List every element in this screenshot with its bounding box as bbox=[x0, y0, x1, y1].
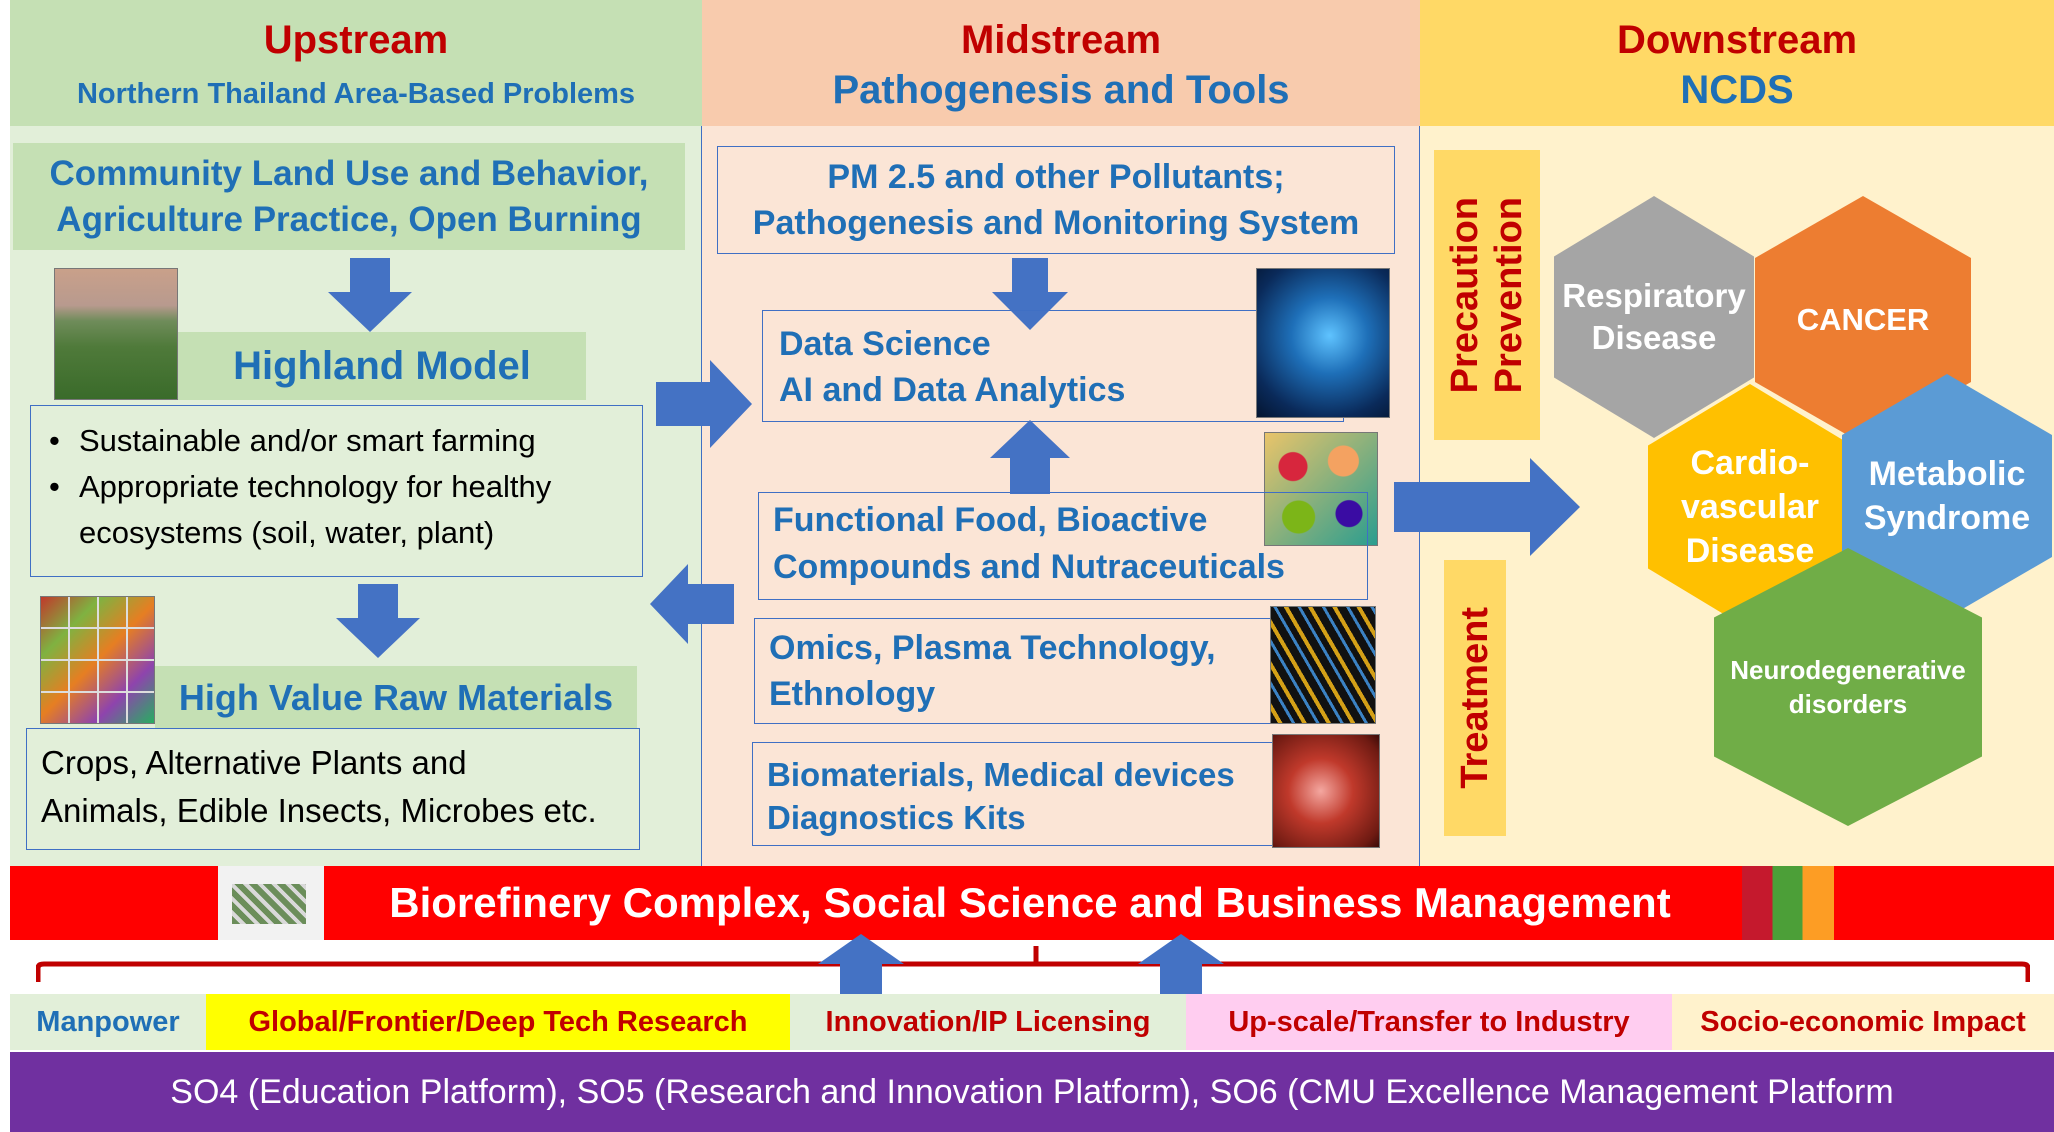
impact-ip-licensing: Innovation/IP Licensing bbox=[790, 994, 1186, 1050]
midstream-header-bg bbox=[702, 0, 1420, 126]
impact-socio-economic: Socio-economic Impact bbox=[1672, 994, 2054, 1050]
right-arrow-icon bbox=[656, 360, 752, 448]
cardio-line-1: Cardio- bbox=[1690, 444, 1810, 482]
prevention-label: Prevention bbox=[1488, 196, 1530, 394]
functional-food-photo bbox=[1264, 432, 1378, 546]
cardio-line-2: vascular bbox=[1681, 488, 1819, 526]
functional-food-box: Functional Food, Bioactive Compounds and… bbox=[758, 492, 1368, 600]
ai-brain-photo bbox=[1256, 268, 1390, 418]
down-arrow-icon bbox=[336, 584, 420, 658]
left-arrow-icon bbox=[650, 564, 734, 644]
bullet-smart-farming: Sustainable and/or smart farming bbox=[49, 418, 628, 464]
right-arrow-icon bbox=[1394, 458, 1580, 556]
treatment-box: Treatment bbox=[1444, 560, 1506, 836]
blood-vessel-photo bbox=[1272, 734, 1380, 848]
functional-food-line-2: Compounds and Nutraceuticals bbox=[773, 548, 1285, 586]
highland-model-label: Highland Model bbox=[178, 332, 586, 400]
cardio-line-3: Disease bbox=[1685, 532, 1815, 570]
omics-line-2: Ethnology bbox=[769, 675, 936, 713]
raw-materials-line-1: Crops, Alternative Plants and bbox=[41, 744, 467, 781]
neuro-line-1: Neurodegenerative bbox=[1730, 655, 1966, 685]
cancer-label: CANCER bbox=[1796, 302, 1930, 337]
campus-map-photo bbox=[218, 866, 324, 940]
produce-grid-photo bbox=[40, 596, 155, 724]
respiratory-line-2: Disease bbox=[1591, 319, 1717, 356]
highland-bullets-box: Sustainable and/or smart farming Appropr… bbox=[30, 405, 643, 577]
community-line-1: Community Land Use and Behavior, bbox=[49, 153, 649, 193]
impact-manpower: Manpower bbox=[10, 994, 206, 1050]
down-arrow-icon bbox=[992, 258, 1068, 330]
biomaterials-line-1: Biomaterials, Medical devices bbox=[767, 756, 1235, 793]
dna-helix-photo bbox=[1270, 606, 1376, 724]
omics-line-1: Omics, Plasma Technology, bbox=[769, 629, 1216, 667]
bullet-appropriate-technology: Appropriate technology for healthy ecosy… bbox=[49, 464, 628, 556]
highland-landscape-photo bbox=[54, 268, 178, 400]
raw-materials-line-2: Animals, Edible Insects, Microbes etc. bbox=[41, 792, 597, 829]
downstream-header-bg bbox=[1420, 0, 2054, 126]
neuro-line-2: disorders bbox=[1788, 689, 1908, 719]
data-science-line-2: AI and Data Analytics bbox=[779, 371, 1126, 409]
data-science-box: Data Science AI and Data Analytics bbox=[762, 310, 1344, 422]
banner-bar bbox=[10, 866, 2054, 940]
upstream-subtitle: Northern Thailand Area-Based Problems bbox=[76, 78, 636, 110]
metabolic-line-2: Syndrome bbox=[1863, 499, 2031, 537]
sdg-icons-photo bbox=[1742, 866, 1834, 940]
respiratory-line-1: Respiratory bbox=[1562, 277, 1746, 314]
upstream-title: Upstream bbox=[263, 18, 449, 62]
community-box: Community Land Use and Behavior, Agricul… bbox=[13, 143, 685, 250]
precaution-label: Precaution bbox=[1444, 196, 1486, 394]
metabolic-line-1: Metabolic bbox=[1868, 455, 2026, 493]
up-arrow-icon bbox=[990, 420, 1070, 494]
impact-upscale-transfer: Up-scale/Transfer to Industry bbox=[1186, 994, 1672, 1050]
up-arrow-icon bbox=[1138, 934, 1224, 998]
data-science-line-1: Data Science bbox=[779, 325, 991, 363]
treatment-label: Treatment bbox=[1454, 607, 1496, 789]
pm25-box: PM 2.5 and other Pollutants; Pathogenesi… bbox=[717, 146, 1395, 254]
pm25-line-2: Pathogenesis and Monitoring System bbox=[752, 204, 1360, 242]
raw-materials-label: High Value Raw Materials bbox=[155, 666, 637, 730]
functional-food-line-1: Functional Food, Bioactive bbox=[773, 501, 1208, 539]
pm25-line-1: PM 2.5 and other Pollutants; bbox=[827, 158, 1285, 196]
banner-title: Biorefinery Complex, Social Science and … bbox=[389, 879, 1671, 926]
impact-deep-tech-research: Global/Frontier/Deep Tech Research bbox=[206, 994, 790, 1050]
midstream-title: Midstream bbox=[960, 18, 1162, 62]
footer-platforms: SO4 (Education Platform), SO5 (Research … bbox=[10, 1052, 2054, 1132]
upstream-header-bg bbox=[10, 0, 702, 126]
midstream-subtitle: Pathogenesis and Tools bbox=[832, 68, 1290, 112]
downstream-title: Downstream bbox=[1616, 18, 1858, 62]
up-arrow-icon bbox=[818, 934, 904, 998]
biomaterials-line-2: Diagnostics Kits bbox=[767, 799, 1026, 836]
raw-materials-box: Crops, Alternative Plants and Animals, E… bbox=[26, 728, 640, 850]
downstream-subtitle: NCDS bbox=[1680, 68, 1794, 112]
hex-respiratory-disease: Respiratory Disease bbox=[1554, 196, 1754, 438]
bracket-line bbox=[36, 946, 2030, 982]
precaution-prevention-box: Precaution Prevention bbox=[1434, 150, 1540, 440]
down-arrow-icon bbox=[328, 258, 412, 332]
community-line-2: Agriculture Practice, Open Burning bbox=[56, 199, 642, 239]
omics-box: Omics, Plasma Technology, Ethnology bbox=[754, 618, 1372, 724]
